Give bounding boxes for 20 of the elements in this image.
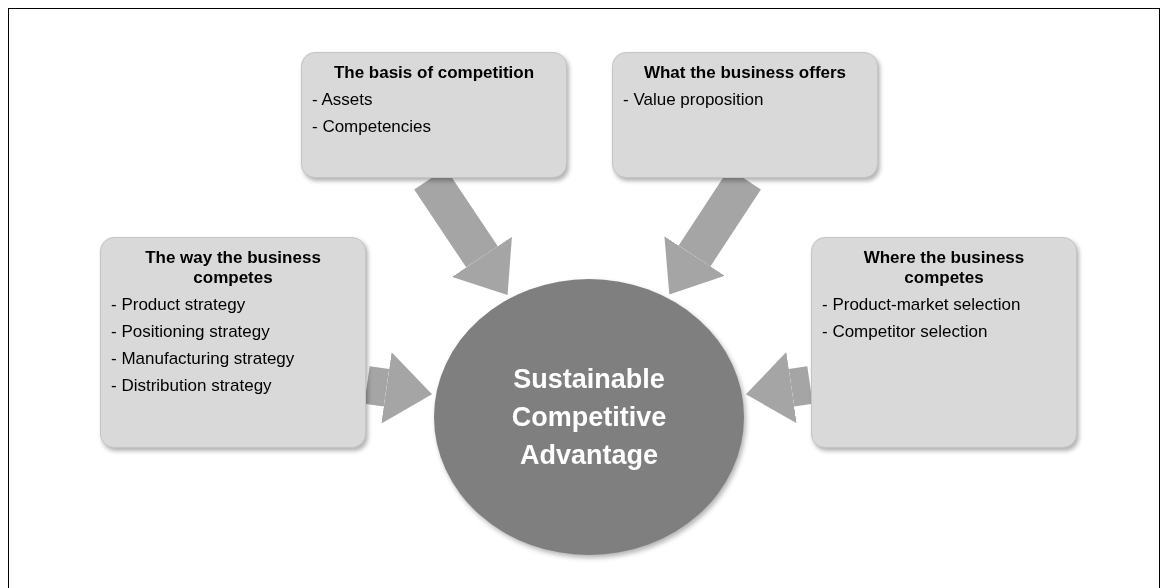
info-box bbox=[811, 237, 1077, 448]
block-arrow bbox=[364, 352, 433, 424]
box-heading: The basis of competition bbox=[332, 63, 536, 83]
circle-label: Sustainable Competitive Advantage bbox=[510, 363, 668, 472]
box-heading: The way the business competes bbox=[144, 248, 322, 288]
bullet-item: - Manufacturing strategy bbox=[111, 349, 296, 369]
bullet-item: - Product-market selection bbox=[822, 295, 1022, 315]
bullet-item: - Assets bbox=[312, 90, 374, 110]
bullet-item: - Value proposition bbox=[623, 90, 765, 110]
bullet-item: - Product strategy bbox=[111, 295, 247, 315]
bullet-item: - Distribution strategy bbox=[111, 376, 273, 396]
info-box bbox=[612, 52, 878, 178]
bullet-item: - Positioning strategy bbox=[111, 322, 271, 342]
bullet-item: - Competitor selection bbox=[822, 322, 989, 342]
bullet-item: - Competencies bbox=[312, 117, 433, 137]
box-heading: What the business offers bbox=[642, 63, 848, 83]
block-arrow bbox=[745, 352, 813, 424]
info-box bbox=[301, 52, 567, 178]
box-heading: Where the business competes bbox=[862, 248, 1026, 288]
info-box bbox=[100, 237, 366, 448]
